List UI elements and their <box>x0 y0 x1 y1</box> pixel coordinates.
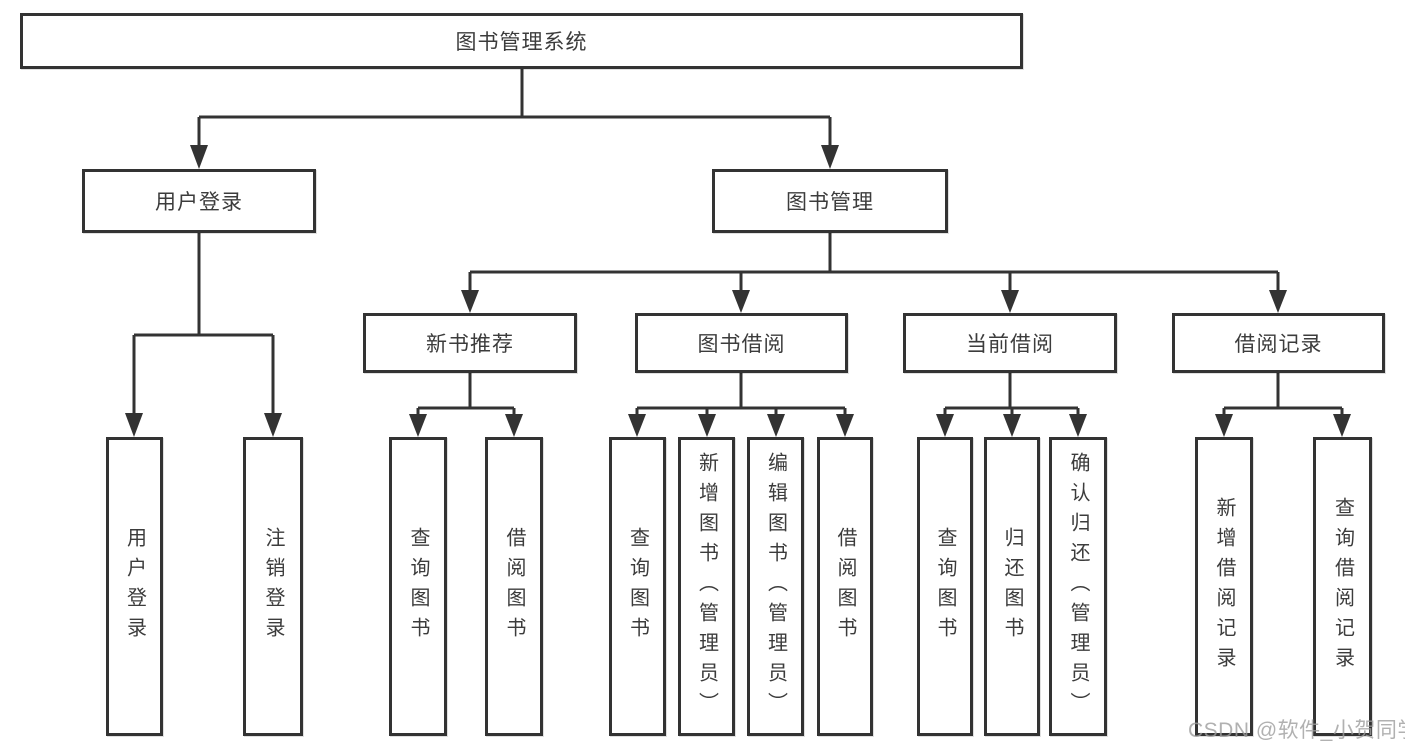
connector-bookmgmt-to-level3 <box>461 233 1287 313</box>
node-label: 用户登录 <box>123 526 146 647</box>
connector-current-to-leaves <box>936 373 1087 437</box>
connector-root-to-level2 <box>190 69 839 169</box>
leaf-borrow-books-recommend: 借阅图书 <box>485 437 543 736</box>
leaf-add-borrow-record: 新增借阅记录 <box>1195 437 1253 736</box>
leaf-query-books-recommend: 查询图书 <box>389 437 447 736</box>
node-label: 用户登录 <box>155 191 243 214</box>
node-label: 当前借阅 <box>966 333 1054 356</box>
leaf-borrow-books: 借阅图书 <box>817 437 873 736</box>
leaf-edit-books-admin: 编辑图书（管理员） <box>747 437 804 736</box>
leaf-user-login: 用户登录 <box>106 437 163 736</box>
leaf-query-books-current: 查询图书 <box>917 437 973 736</box>
node-label: 借阅图书 <box>834 526 856 647</box>
node-label: 图书管理 <box>786 191 874 214</box>
node-label: 图书管理系统 <box>455 31 588 54</box>
leaf-return-books: 归还图书 <box>984 437 1040 736</box>
leaf-query-borrow-record: 查询借阅记录 <box>1313 437 1372 736</box>
node-current-borrowing: 当前借阅 <box>903 313 1117 373</box>
connector-newbooks-to-leaves <box>409 373 523 437</box>
node-label: 编辑图书（管理员） <box>764 451 787 722</box>
node-label: 查询图书 <box>626 526 649 647</box>
node-label: 借阅记录 <box>1234 333 1323 356</box>
leaf-add-books-admin: 新增图书（管理员） <box>678 437 735 736</box>
node-borrowing-records: 借阅记录 <box>1172 313 1385 373</box>
node-label: 借阅图书 <box>503 526 525 647</box>
node-new-book-recommend: 新书推荐 <box>363 313 577 373</box>
connector-borrowing-to-leaves <box>628 373 854 437</box>
leaf-logout: 注销登录 <box>243 437 303 736</box>
node-root-library-system: 图书管理系统 <box>20 13 1023 69</box>
node-label: 图书借阅 <box>697 333 786 356</box>
node-book-management: 图书管理 <box>712 169 948 233</box>
node-label: 查询图书 <box>934 526 956 647</box>
connector-records-to-leaves <box>1215 373 1351 437</box>
node-label: 查询图书 <box>407 526 429 647</box>
node-label: 归还图书 <box>1001 526 1023 647</box>
node-label: 确认归还（管理员） <box>1067 451 1089 722</box>
node-user-login: 用户登录 <box>82 169 316 233</box>
node-label: 注销登录 <box>262 526 284 647</box>
connector-userlogin-to-leaves <box>125 233 282 437</box>
leaf-confirm-return-admin: 确认归还（管理员） <box>1049 437 1107 736</box>
node-label: 新增借阅记录 <box>1213 496 1235 677</box>
csdn-watermark: CSDN @软件_小贺同学 <box>1188 719 1405 742</box>
node-label: 新书推荐 <box>426 333 514 356</box>
leaf-query-books-borrowing: 查询图书 <box>609 437 666 736</box>
node-book-borrowing: 图书借阅 <box>635 313 848 373</box>
node-label: 新增图书（管理员） <box>695 451 718 722</box>
node-label: 查询借阅记录 <box>1331 496 1354 677</box>
